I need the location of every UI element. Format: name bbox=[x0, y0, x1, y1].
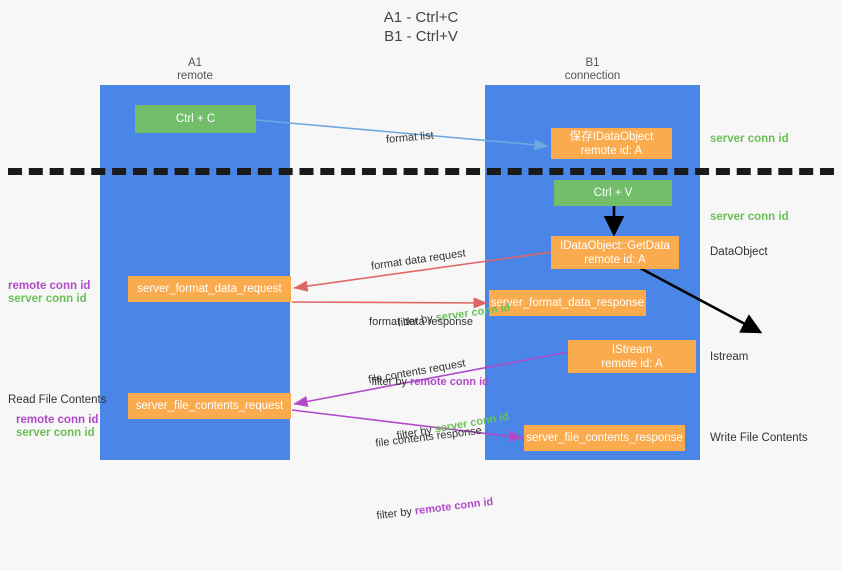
right-label-istream: Istream bbox=[710, 351, 749, 363]
edge-label-format-data-response-filter: filter by remote conn id bbox=[336, 360, 506, 405]
lane-header-a1: A1 remote bbox=[177, 57, 213, 82]
diagram-canvas: A1 - Ctrl+C B1 - Ctrl+V A1 remote B1 con… bbox=[8, 9, 834, 523]
edge-label-file-contents-response-text: file contents response bbox=[374, 424, 483, 450]
edge-label-format-data-response-text: format data response bbox=[369, 316, 473, 328]
box-idataobject-getdata[interactable]: IDataObject::GetData remote id: A bbox=[551, 236, 679, 269]
left-label-server-conn-id-2: server conn id bbox=[16, 427, 95, 439]
edge-label-file-contents-response-filter: filter by remote conn id bbox=[356, 480, 496, 541]
box-server-file-contents-response-label: server_file_contents_response bbox=[526, 432, 683, 444]
box-idataobject-getdata-label: IDataObject::GetData remote id: A bbox=[560, 239, 670, 266]
edge-label-format-list: format list bbox=[372, 114, 436, 164]
box-server-format-data-request-label: server_format_data_request bbox=[137, 283, 282, 295]
box-server-file-contents-request[interactable]: server_file_contents_request bbox=[128, 393, 291, 419]
page-title: A1 - Ctrl+C B1 - Ctrl+V bbox=[383, 9, 459, 45]
box-server-file-contents-request-label: server_file_contents_request bbox=[135, 400, 284, 412]
box-save-idataobject[interactable]: 保存IDataObject remote id: A bbox=[551, 128, 672, 159]
box-server-format-data-request[interactable]: server_format_data_request bbox=[128, 276, 291, 302]
lane-header-b1: B1 connection bbox=[564, 57, 621, 82]
edge-label-format-data-request-text: format data request bbox=[370, 247, 467, 273]
left-label-read-file-contents: Read File Contents bbox=[8, 394, 107, 406]
box-server-format-data-response[interactable]: server_format_data_response bbox=[489, 290, 646, 316]
right-label-server-conn-id-top: server conn id bbox=[710, 133, 789, 145]
edge-label-file-contents-request-text: file contents request bbox=[367, 357, 467, 387]
edge-label-file-contents-response: file contents response filter by remote … bbox=[371, 394, 500, 568]
box-ctrl-v-label: Ctrl + V bbox=[593, 187, 633, 199]
filter-key-remote-conn-id: remote conn id bbox=[410, 376, 489, 388]
edge-label-format-list-text: format list bbox=[385, 129, 435, 146]
box-ctrl-c[interactable]: Ctrl + C bbox=[135, 105, 256, 133]
right-label-server-conn-id-mid: server conn id bbox=[710, 211, 789, 223]
left-label-server-conn-id-1: server conn id bbox=[8, 293, 87, 305]
box-ctrl-c-label: Ctrl + C bbox=[175, 113, 216, 125]
right-label-dataobject: DataObject bbox=[710, 246, 768, 258]
filter-key-remote-conn-id: remote conn id bbox=[414, 495, 494, 518]
edge-label-format-data-response: format data response filter by remote co… bbox=[336, 285, 506, 435]
box-save-idataobject-label: 保存IDataObject remote id: A bbox=[569, 130, 654, 157]
phase-divider bbox=[8, 168, 834, 175]
filter-prefix: filter by bbox=[375, 505, 416, 523]
box-server-file-contents-response[interactable]: server_file_contents_response bbox=[524, 425, 685, 451]
box-server-format-data-response-label: server_format_data_response bbox=[490, 297, 645, 309]
box-istream-label: IStream remote id: A bbox=[601, 343, 663, 370]
right-label-write-file-contents: Write File Contents bbox=[710, 432, 808, 444]
filter-prefix: filter by bbox=[371, 376, 410, 388]
box-istream[interactable]: IStream remote id: A bbox=[568, 340, 696, 373]
box-ctrl-v[interactable]: Ctrl + V bbox=[554, 180, 672, 206]
left-label-remote-conn-id-1: remote conn id bbox=[8, 280, 91, 292]
left-label-remote-conn-id-2: remote conn id bbox=[16, 414, 99, 426]
